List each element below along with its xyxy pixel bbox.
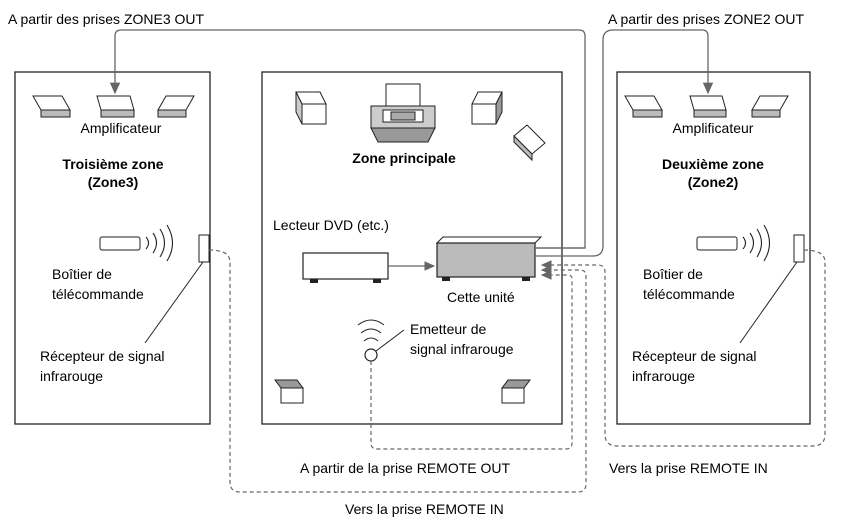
remote-out-caption: A partir de la prise REMOTE OUT (300, 460, 511, 476)
zone2-out-cable (535, 29, 714, 257)
zone2-amplifier-label: Amplificateur (672, 120, 754, 136)
zone2-title: Deuxième zone (662, 156, 764, 172)
zone3-remote-label: Boîtier de (52, 266, 112, 282)
zone2-out-caption: A partir des prises ZONE2 OUT (608, 11, 805, 27)
zone3-receiver-label: Récepteur de signal (40, 348, 165, 364)
dvd-player-label: Lecteur DVD (etc.) (273, 217, 389, 233)
zone2-speaker-right (751, 95, 789, 118)
main-speaker-side-right (513, 124, 546, 162)
zone3-subtitle: (Zone3) (87, 174, 139, 190)
zone2-remote-control (696, 236, 738, 251)
zone3-amplifier-label: Amplificateur (80, 120, 162, 136)
zone3-remote-control (99, 236, 141, 251)
zone3-room (14, 71, 211, 425)
zone2-subtitle: (Zone2) (687, 174, 739, 190)
receiver-unit (435, 236, 543, 281)
zone2-receiver-pointer (739, 261, 798, 344)
zone2-remote-in-cable (540, 249, 826, 447)
zone2-remote-waves (742, 224, 771, 262)
zone2-speaker-center (689, 95, 727, 118)
main-speaker-rear-left (274, 379, 304, 404)
zone2-remote-label-2: télécommande (643, 286, 735, 302)
zone3-receiver-label-2: infrarouge (40, 368, 104, 384)
zone3-title: Troisième zone (62, 156, 164, 172)
dvd-player (302, 252, 389, 283)
zone2-receiver-label: Récepteur de signal (632, 348, 757, 364)
zone3-out-cable (109, 29, 586, 249)
receiver-unit-label: Cette unité (447, 289, 515, 305)
zone2-ir-receiver (793, 234, 805, 263)
zone3-remote-waves (145, 224, 174, 262)
zone2-receiver-label-2: infrarouge (632, 368, 696, 384)
remote-out-cable (370, 270, 573, 450)
main-speaker-front-left (295, 91, 327, 125)
zone3-speaker-center (96, 95, 135, 118)
ir-emitter-label-2: signal infrarouge (410, 341, 514, 357)
zone2-room (616, 71, 811, 425)
zone3-out-caption: A partir des prises ZONE3 OUT (8, 11, 205, 27)
zone3-ir-receiver (198, 234, 210, 263)
main-speaker-front-right (471, 91, 503, 125)
zone2-remote-label: Boîtier de (643, 266, 703, 282)
zone3-speaker-right (157, 95, 195, 118)
zone3-receiver-pointer (144, 261, 204, 344)
ir-emitter-label: Emetteur de (410, 321, 487, 337)
zone3-remote-label-2: télécommande (52, 286, 144, 302)
zone3-remote-in-cable (208, 249, 587, 493)
ir-emitter (357, 319, 405, 362)
zone2-speaker-left (624, 95, 663, 118)
remote-in-caption-right: Vers la prise REMOTE IN (609, 460, 768, 476)
main-zone-title: Zone principale (352, 150, 456, 166)
main-tv-center (370, 83, 436, 143)
zone3-speaker-left (32, 95, 71, 118)
remote-in-caption-bottom: Vers la prise REMOTE IN (345, 501, 504, 517)
main-speaker-rear-right (501, 379, 531, 404)
